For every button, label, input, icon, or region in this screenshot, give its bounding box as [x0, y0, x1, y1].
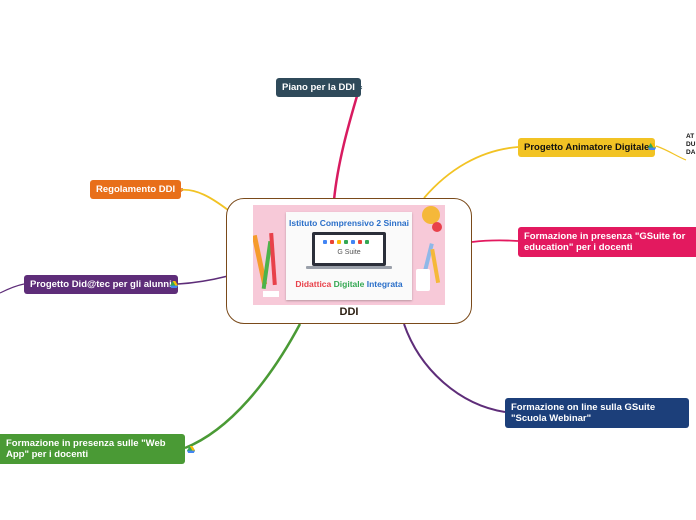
connector-webapp	[184, 323, 302, 450]
connector-animatore	[423, 146, 519, 199]
offscreen-line-3: DA	[686, 149, 696, 156]
central-banner-image: Istituto Comprensivo 2 Sinnai G Suite Di…	[253, 205, 445, 305]
banner-gsuite-label: G Suite	[337, 249, 361, 256]
node-formazione-webapp-label: Formazione in presenza sulle "Web App" p…	[6, 438, 166, 460]
google-drive-icon[interactable]	[170, 281, 178, 288]
connector-webinar	[403, 323, 506, 413]
link-icon[interactable]: ⇋	[355, 83, 363, 93]
node-piano-ddi-label: Piano per la DDI	[282, 82, 355, 93]
google-drive-icon[interactable]	[187, 446, 195, 453]
node-formazione-gsuite-label: Formazione in presenza "GSuite for educa…	[524, 231, 686, 253]
banner-title-word-2: Digitale	[333, 279, 365, 289]
banner-title-word-3: Integrata	[366, 279, 403, 289]
banner-title-word-1: Didattica	[295, 279, 332, 289]
connector-didtec-tail	[0, 283, 25, 294]
node-formazione-gsuite[interactable]: Formazione in presenza "GSuite for educa…	[518, 227, 696, 257]
connector-piano	[332, 95, 359, 201]
laptop-screen: G Suite	[315, 235, 383, 263]
central-topic-label: DDI	[339, 306, 359, 318]
central-topic[interactable]: Istituto Comprensivo 2 Sinnai G Suite Di…	[226, 198, 472, 324]
offscreen-node-text: AT DU DA	[686, 133, 695, 157]
node-progetto-animatore[interactable]: Progetto Animatore Digitale	[518, 138, 656, 157]
connector-animatore-tail	[655, 145, 687, 161]
node-progetto-didtec[interactable]: Progetto Did@tec per gli alunni	[24, 275, 178, 294]
banner-paper: Istituto Comprensivo 2 Sinnai G Suite Di…	[286, 212, 412, 300]
node-piano-ddi[interactable]: Piano per la DDI	[276, 78, 361, 97]
connector-gsuite	[471, 239, 519, 243]
banner-title: Didattica Digitale Integrata	[286, 279, 412, 289]
laptop-icon: G Suite	[312, 232, 386, 266]
offscreen-line-2: DU	[686, 141, 696, 148]
laptop-base	[306, 266, 392, 269]
offscreen-line-1: AT	[686, 133, 695, 140]
node-regolamento-ddi[interactable]: Regolamento DDI	[90, 180, 182, 199]
node-formazione-webapp[interactable]: Formazione in presenza sulle "Web App" p…	[0, 434, 185, 464]
banner-school-name: Istituto Comprensivo 2 Sinnai	[289, 218, 409, 228]
stationery-decoration	[253, 206, 442, 297]
node-progetto-animatore-label: Progetto Animatore Digitale	[524, 142, 650, 153]
connector-didtec	[177, 275, 229, 285]
node-formazione-webinar-label: Formazione on line sulla GSuite "Scuola …	[511, 402, 656, 424]
link-icon[interactable]: ⇋	[176, 185, 184, 195]
node-progetto-didtec-label: Progetto Did@tec per gli alunni	[30, 279, 172, 290]
node-regolamento-ddi-label: Regolamento DDI	[96, 184, 176, 195]
google-drive-icon[interactable]	[648, 143, 656, 150]
node-formazione-webinar[interactable]: Formazione on line sulla GSuite "Scuola …	[505, 398, 689, 428]
connector-regolamento	[179, 188, 229, 211]
